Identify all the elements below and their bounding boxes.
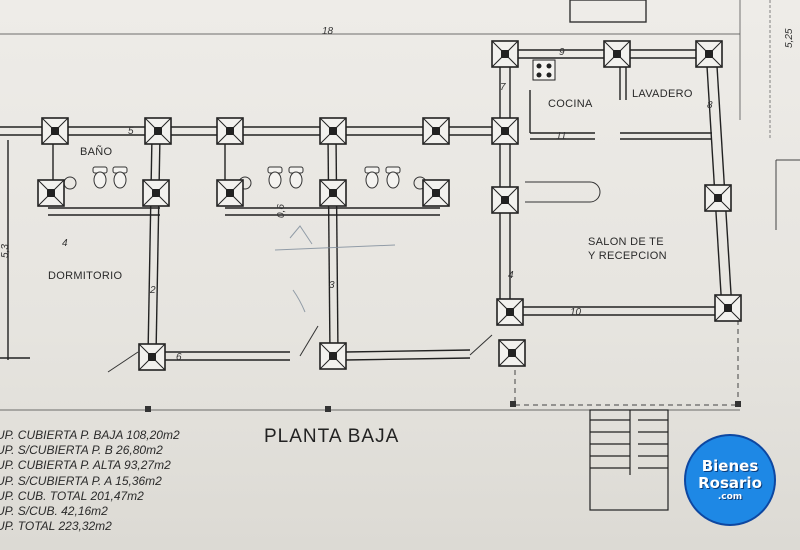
dim-col-4: 4 <box>508 270 514 281</box>
logo-line-3: .com <box>717 491 743 502</box>
area-item: UP. TOTAL 223,32m2 <box>0 519 112 534</box>
area-item: UP. S/CUB. 42,16m2 <box>0 504 108 519</box>
dim-col-8: 8 <box>707 100 713 111</box>
toilet-icon <box>267 166 304 189</box>
dim-col-2: 2 <box>150 285 156 296</box>
room-label-lavadero: LAVADERO <box>632 88 693 100</box>
dim-col-7: 7 <box>500 82 506 93</box>
room-label-salon-1: SALON DE TE <box>588 236 664 248</box>
dim-col-9: 9 <box>559 47 565 58</box>
stove-icon <box>532 59 556 81</box>
room-label-cocina: COCINA <box>548 98 593 110</box>
stair-bottom <box>589 409 669 511</box>
dim-col-10: 10 <box>570 307 582 318</box>
dim-col-6: 6 <box>176 352 182 363</box>
area-summary-list: UP. CUBIERTA P. BAJA 108,20m2 UP. S/CUBI… <box>0 428 180 534</box>
area-item: UP. S/CUBIERTA P. B 26,80m2 <box>0 443 163 458</box>
logo-line-2: Rosario <box>698 473 762 492</box>
area-item: UP. S/CUBIERTA P. A 15,36m2 <box>0 473 162 488</box>
dim-top-right: 5,25 <box>784 28 795 48</box>
dashed-outline <box>514 320 739 406</box>
dim-left-height: 5,3 <box>0 244 11 258</box>
plan-title: PLANTA BAJA <box>264 426 400 447</box>
pencil-annotations <box>274 225 396 313</box>
area-item: UP. CUBIERTA P. BAJA 108,20m2 <box>0 428 180 442</box>
walls <box>0 49 733 361</box>
door-swings <box>107 181 601 373</box>
dim-col-5: 5 <box>128 126 134 137</box>
room-label-dormitorio: DORMITORIO <box>48 270 123 282</box>
dim-col-3: 3 <box>329 280 335 291</box>
logo-line-1: Bienes <box>701 456 759 475</box>
toilet-icon <box>92 166 128 189</box>
bienes-rosario-logo: Bienes Rosario .com <box>686 436 774 524</box>
dim-dorm-width: 4 <box>62 238 68 249</box>
room-label-bano: BAÑO <box>80 146 113 158</box>
dim-col-11: 11 <box>556 131 567 142</box>
room-label-salon-2: Y RECEPCION <box>588 250 667 262</box>
toilet-icon <box>364 166 401 189</box>
dim-top-total: 18 <box>322 26 334 37</box>
dim-wall-06: 0,6 <box>276 204 287 218</box>
area-item: UP. CUB. TOTAL 201,47m2 <box>0 488 144 503</box>
stair-top <box>569 0 647 23</box>
area-item: UP. CUBIERTA P. ALTA 93,27m2 <box>0 458 171 473</box>
